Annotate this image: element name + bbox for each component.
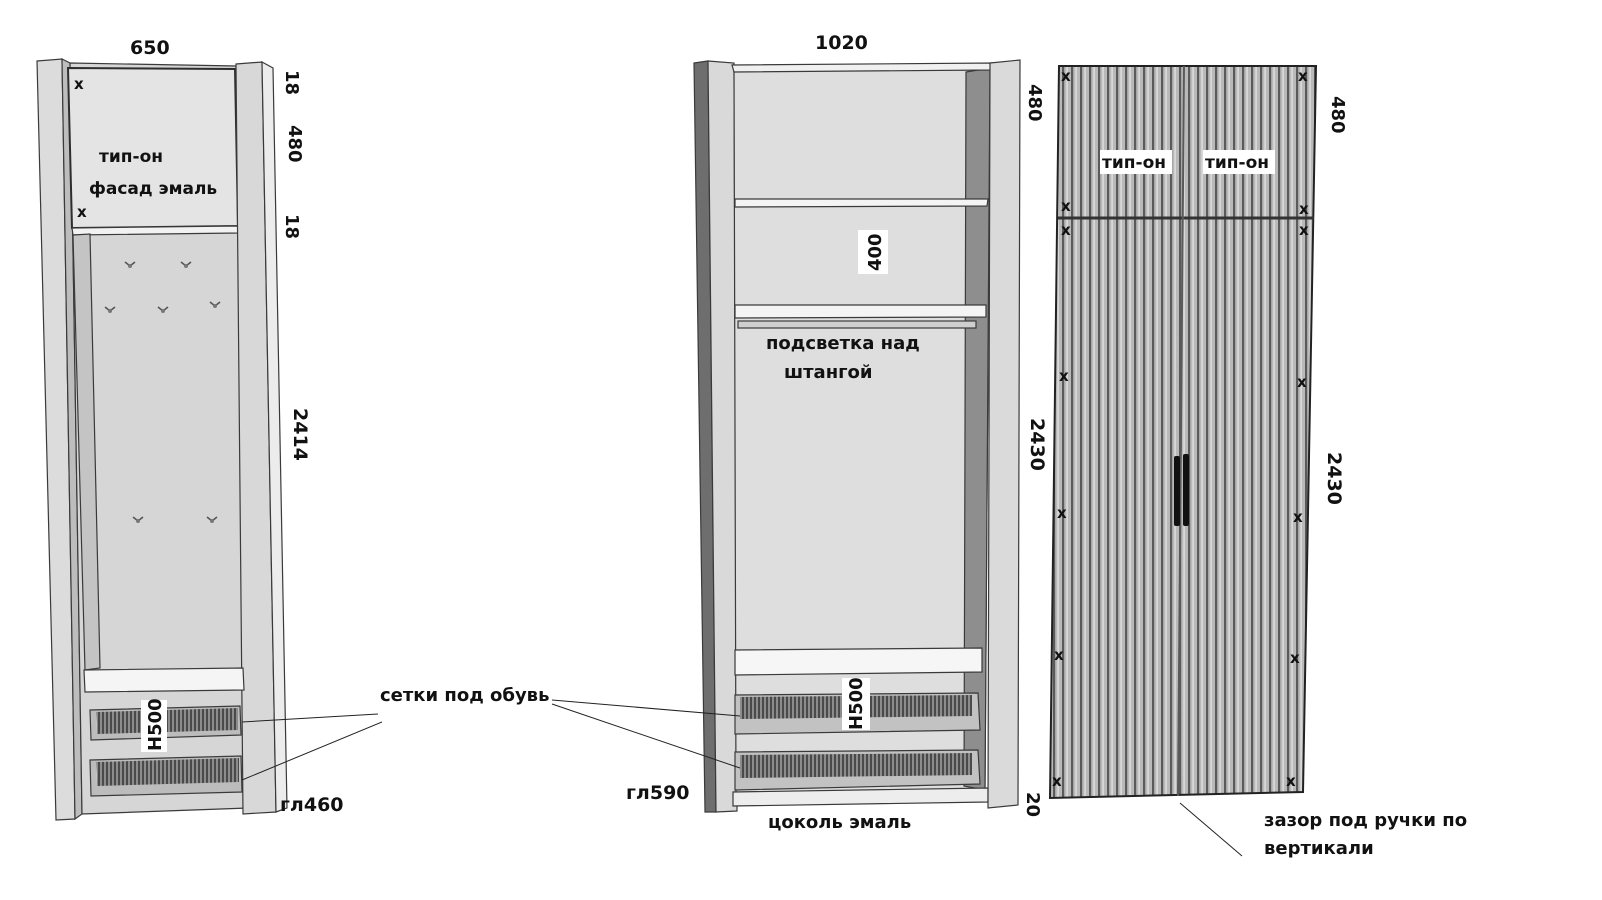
facade-enamel-label: фасад эмаль bbox=[89, 179, 217, 199]
shoe-rack-label: сетки под обувь bbox=[380, 685, 549, 706]
handle-gap-label-line1: зазор под ручки по bbox=[1264, 810, 1467, 831]
plinth-height-dim: 20 bbox=[1022, 792, 1043, 817]
middle-unit-side-right bbox=[987, 59, 1021, 809]
middle-shoe-rack-lower bbox=[740, 753, 972, 778]
tip-on-marker: x bbox=[1061, 67, 1071, 85]
tip-on-marker: x bbox=[1290, 649, 1300, 667]
left-shelf-thickness-dim: 18 bbox=[281, 214, 302, 239]
tip-on-marker: x bbox=[1286, 772, 1296, 790]
facade-doors bbox=[1048, 65, 1318, 800]
handle-gap bbox=[1177, 65, 1185, 797]
tip-on-marker: x bbox=[1057, 504, 1067, 522]
shelf-gap-dim: 400 bbox=[865, 233, 886, 271]
tip-on-marker: x bbox=[1298, 67, 1308, 85]
middle-unit-shelf-lower bbox=[734, 304, 987, 319]
facade-tip-on-left: тип-он bbox=[1102, 153, 1166, 173]
facade-top-section-dim: 480 bbox=[1327, 96, 1348, 134]
hanging-rod bbox=[737, 320, 977, 329]
lighting-label-line2: штангой bbox=[784, 362, 873, 383]
middle-unit-side-left bbox=[707, 60, 738, 813]
tip-on-marker: x bbox=[1061, 197, 1071, 215]
middle-total-height-dim: 2430 bbox=[1026, 418, 1048, 471]
left-body-height-dim: 2414 bbox=[289, 408, 311, 461]
left-shoe-rack-lower bbox=[96, 758, 239, 786]
middle-unit-shelf-upper bbox=[734, 198, 989, 208]
left-top-thickness-dim: 18 bbox=[281, 70, 302, 95]
tip-on-marker: x bbox=[74, 75, 84, 93]
left-top-section-dim: 480 bbox=[284, 125, 305, 163]
facade-tip-on-right: тип-он bbox=[1205, 153, 1269, 173]
left-drawer-height-dim: H500 bbox=[145, 698, 166, 751]
tip-on-marker: x bbox=[1293, 508, 1303, 526]
left-tip-on-label: тип-он bbox=[99, 147, 163, 167]
tip-on-marker: x bbox=[1061, 221, 1071, 239]
facade-markers: x x x x x x x x x x x x x x bbox=[1052, 67, 1309, 790]
handle-right bbox=[1183, 454, 1189, 526]
left-depth-dim: гл460 bbox=[280, 794, 344, 816]
tip-on-marker: x bbox=[1054, 646, 1064, 664]
handle-left bbox=[1174, 456, 1180, 526]
tip-on-marker: x bbox=[1059, 367, 1069, 385]
facade-total-height-dim: 2430 bbox=[1323, 452, 1345, 505]
left-width-dim: 650 bbox=[130, 37, 170, 59]
tip-on-marker: x bbox=[77, 203, 87, 221]
tip-on-marker: x bbox=[1299, 200, 1309, 218]
left-unit bbox=[36, 58, 288, 821]
middle-depth-dim: гл590 bbox=[626, 782, 690, 804]
tip-on-marker: x bbox=[1052, 772, 1062, 790]
middle-drawer-height-dim: H500 bbox=[846, 677, 867, 730]
leader-lines bbox=[241, 699, 1243, 857]
plinth-label: цоколь эмаль bbox=[768, 812, 911, 833]
handle-gap-label-line2: вертикали bbox=[1264, 838, 1374, 859]
tip-on-marker: x bbox=[1297, 373, 1307, 391]
middle-unit bbox=[693, 59, 1021, 813]
middle-width-dim: 1020 bbox=[815, 32, 868, 54]
middle-top-section-dim: 480 bbox=[1024, 84, 1045, 122]
lighting-label-line1: подсветка над bbox=[766, 333, 920, 354]
left-unit-bottom-shelf bbox=[83, 667, 245, 693]
facade-unit bbox=[1048, 65, 1318, 800]
middle-unit-bottom-shelf bbox=[734, 647, 983, 676]
tip-on-marker: x bbox=[1299, 221, 1309, 239]
